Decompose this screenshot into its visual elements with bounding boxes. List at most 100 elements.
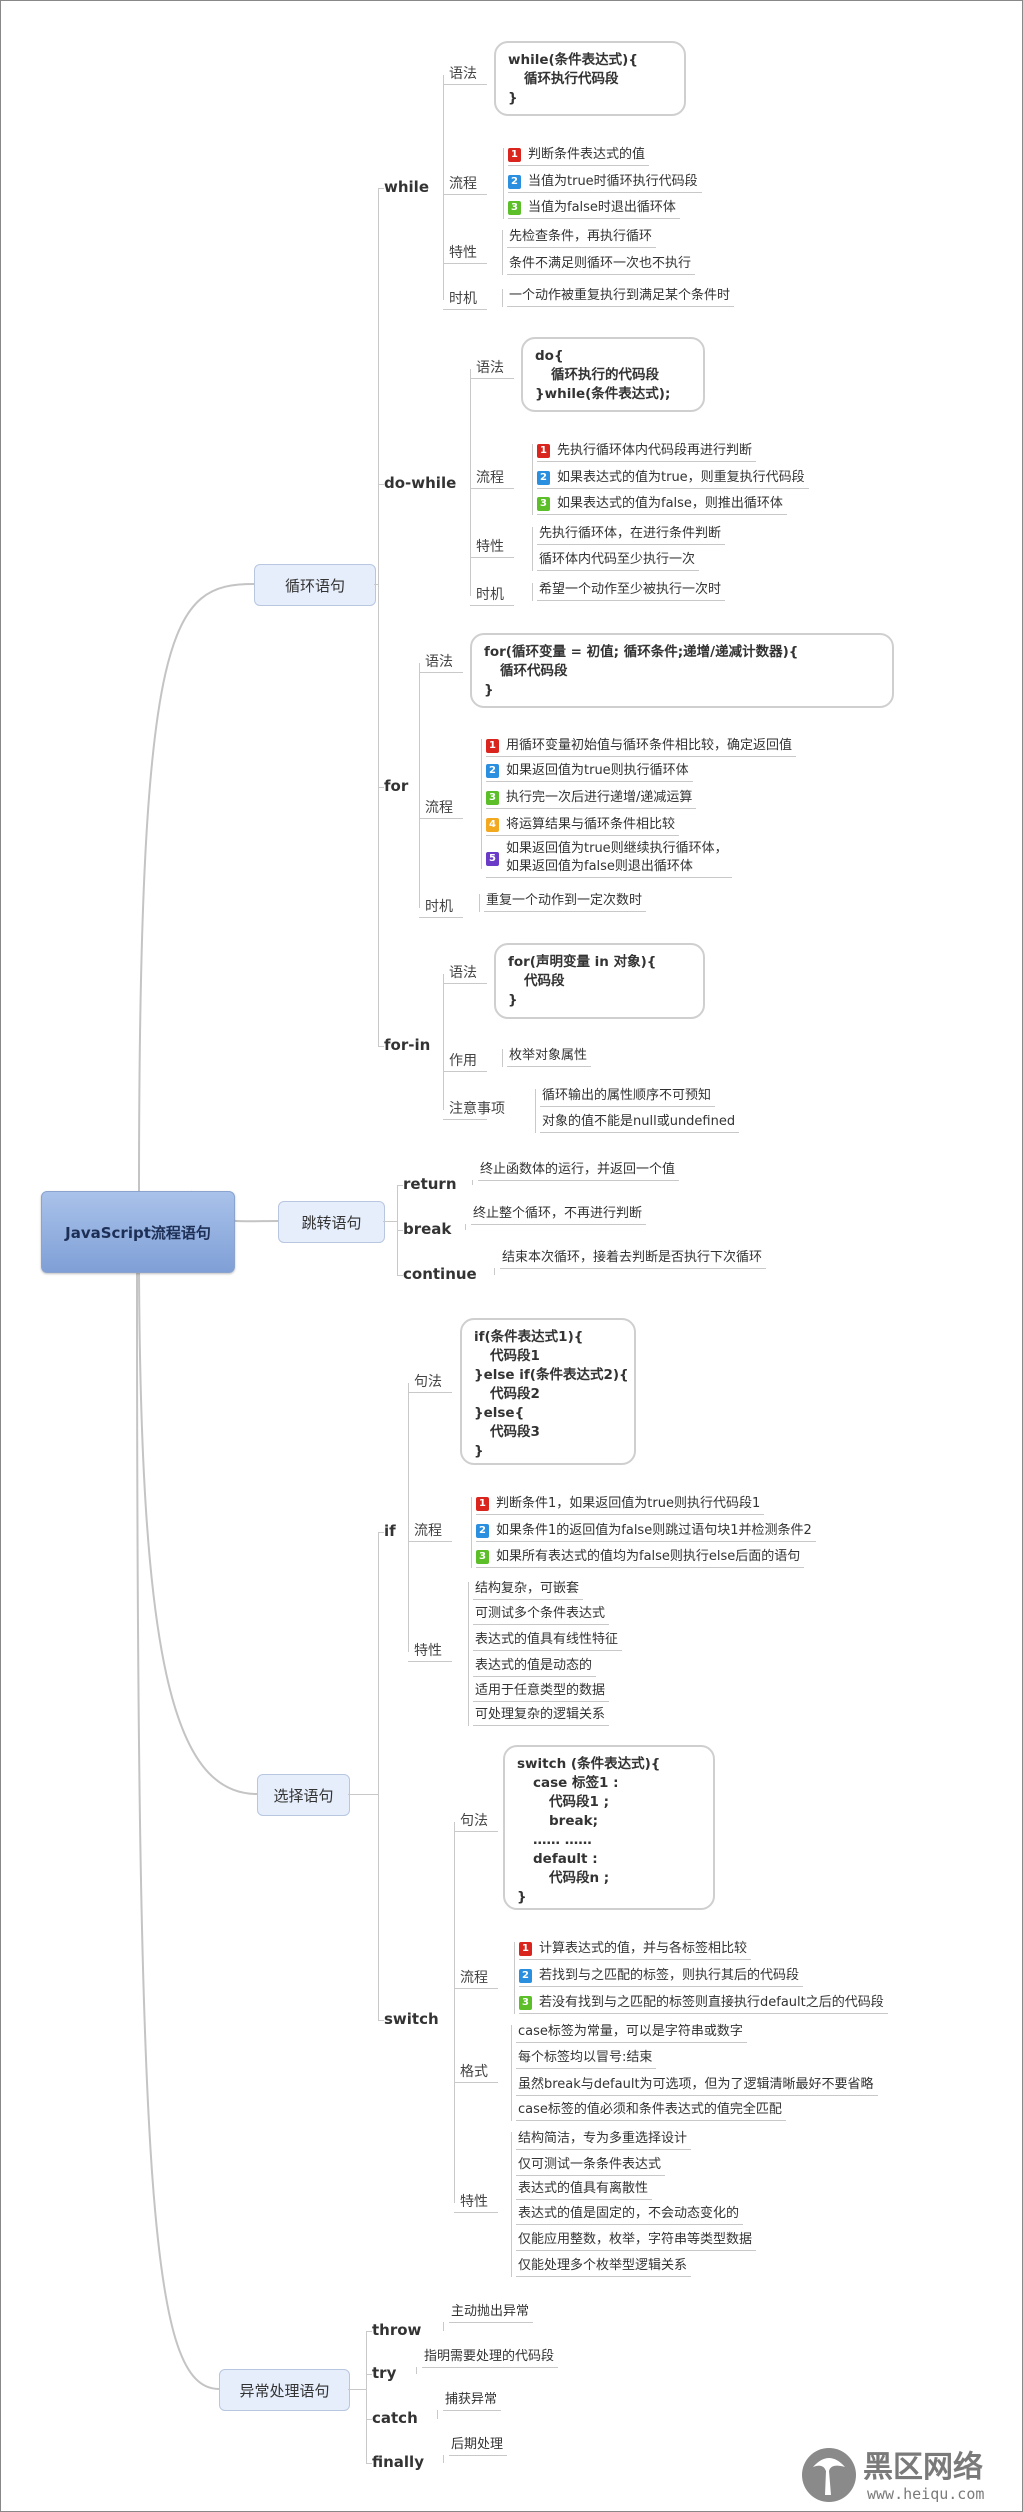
connector-line	[532, 527, 533, 571]
section-label[interactable]: 流程	[460, 1970, 488, 1986]
code-line: while(条件表达式){	[508, 52, 638, 68]
node-return[interactable]: return	[403, 1175, 457, 1193]
connector-line	[366, 2463, 372, 2464]
category-0-node[interactable]: 循环语句	[254, 564, 376, 606]
list-item: 对象的值不能是null或undefined	[540, 1113, 740, 1133]
connector-line	[397, 1230, 403, 1231]
section-label[interactable]: 语法	[449, 66, 477, 82]
section-label[interactable]: 注意事项	[449, 1101, 505, 1117]
step-number-badge-icon: 2	[508, 175, 521, 189]
section-label[interactable]: 时机	[476, 587, 504, 603]
step-text: 当值为true时循环执行代码段	[528, 174, 698, 189]
step-text: 执行完一次后进行递增/递减运算	[506, 790, 693, 805]
connector-line	[378, 1532, 384, 1533]
code-line: if(条件表达式1){	[474, 1329, 584, 1345]
section-label[interactable]: 句法	[460, 1813, 488, 1829]
connector-line	[443, 1119, 487, 1120]
list-item: 虽然break与default为可选项，但为了逻辑清晰最好不要省略	[516, 2076, 878, 2096]
node-break[interactable]: break	[403, 1220, 452, 1238]
node-if[interactable]: if	[384, 1522, 396, 1540]
code-line: }while(条件表达式);	[535, 386, 671, 402]
node-try[interactable]: try	[372, 2364, 397, 2382]
connector-line	[378, 2020, 384, 2021]
node-switch[interactable]: switch	[384, 2010, 439, 2028]
list-item: 条件不满足则循环一次也不执行	[507, 255, 696, 275]
node-do-while[interactable]: do-while	[384, 474, 457, 492]
code-line: 代码段3	[490, 1424, 540, 1440]
section-label[interactable]: 特性	[449, 245, 477, 261]
section-label[interactable]: 流程	[414, 1523, 442, 1539]
connector-line	[397, 1185, 403, 1186]
note-catch: 捕获异常	[443, 2391, 502, 2411]
code-line: switch (条件表达式){	[517, 1756, 661, 1772]
node-for[interactable]: for	[384, 777, 409, 795]
section-label[interactable]: 特性	[460, 2194, 488, 2210]
node-throw[interactable]: throw	[372, 2321, 422, 2339]
section-label[interactable]: 作用	[449, 1053, 477, 1069]
step-number-badge-icon: 3	[537, 497, 550, 511]
section-label[interactable]: 格式	[460, 2064, 488, 2080]
list-item: 仅能应用整数，枚举，字符串等类型数据	[516, 2231, 757, 2251]
connector-line	[502, 1049, 503, 1067]
step-text: 如果表达式的值为false，则推出循环体	[557, 496, 783, 511]
connector-line	[378, 1046, 384, 1047]
list-item: 可处理复杂的逻辑关系	[473, 1706, 610, 1726]
node-for-in[interactable]: for-in	[384, 1036, 431, 1054]
node-catch[interactable]: catch	[372, 2409, 418, 2427]
connector-line	[397, 1275, 403, 1276]
connector-line	[470, 557, 514, 558]
code-line: }	[508, 992, 518, 1008]
code-line: }else{	[474, 1405, 525, 1421]
connector-exception	[136, 1270, 220, 2390]
connector-line	[408, 1541, 452, 1542]
section-label[interactable]: 语法	[449, 965, 477, 981]
root-node[interactable]: JavaScript流程语句	[41, 1191, 235, 1273]
connector-line	[443, 309, 487, 310]
code-line: }	[517, 1889, 527, 1905]
category-1-node[interactable]: 跳转语句	[278, 1201, 385, 1243]
connector-line	[502, 289, 503, 307]
step-number-badge-icon: 2	[486, 764, 499, 778]
connector-line	[378, 787, 384, 788]
list-item: 先执行循环体，在进行条件判断	[537, 525, 726, 545]
connector-line	[366, 2419, 372, 2420]
section-label[interactable]: 语法	[476, 360, 504, 376]
section-label[interactable]: 流程	[476, 470, 504, 486]
step-number-badge-icon: 5	[486, 852, 499, 866]
node-continue[interactable]: continue	[403, 1265, 477, 1283]
list-item: case标签的值必须和条件表达式的值完全匹配	[516, 2101, 786, 2121]
step-number-badge-icon: 3	[519, 1996, 532, 2010]
connector-line	[511, 2025, 512, 2121]
section-label[interactable]: 特性	[476, 539, 504, 555]
category-3-node[interactable]: 异常处理语句	[219, 2369, 350, 2411]
section-label[interactable]: 时机	[425, 899, 453, 915]
connector-line	[443, 974, 444, 1110]
list-item: 循环输出的属性顺序不可预知	[540, 1087, 716, 1107]
category-2-node[interactable]: 选择语句	[257, 1774, 350, 1816]
code-block: while(条件表达式){循环执行代码段}	[494, 41, 686, 116]
section-label[interactable]: 特性	[414, 1643, 442, 1659]
connector-line	[503, 148, 504, 219]
code-line: break;	[549, 1813, 598, 1829]
section-label[interactable]: 时机	[449, 291, 477, 307]
code-line: for(声明变量 in 对象){	[508, 954, 657, 970]
section-label[interactable]: 语法	[425, 654, 453, 670]
section-label[interactable]: 流程	[425, 800, 453, 816]
code-line: 代码段1	[490, 1348, 540, 1364]
connector-line	[408, 1383, 409, 1652]
heiqu-logo: 黑区网络 www.heiqu.com	[802, 2448, 984, 2503]
section-label[interactable]: 流程	[449, 176, 477, 192]
list-item: 适用于任意类型的数据	[473, 1682, 610, 1702]
svg-text:www.heiqu.com: www.heiqu.com	[867, 2485, 984, 2503]
node-while[interactable]: while	[384, 178, 429, 196]
connector-line	[366, 2331, 372, 2332]
section-label[interactable]: 句法	[414, 1374, 442, 1390]
node-finally[interactable]: finally	[372, 2453, 424, 2471]
connector-line	[470, 369, 471, 596]
